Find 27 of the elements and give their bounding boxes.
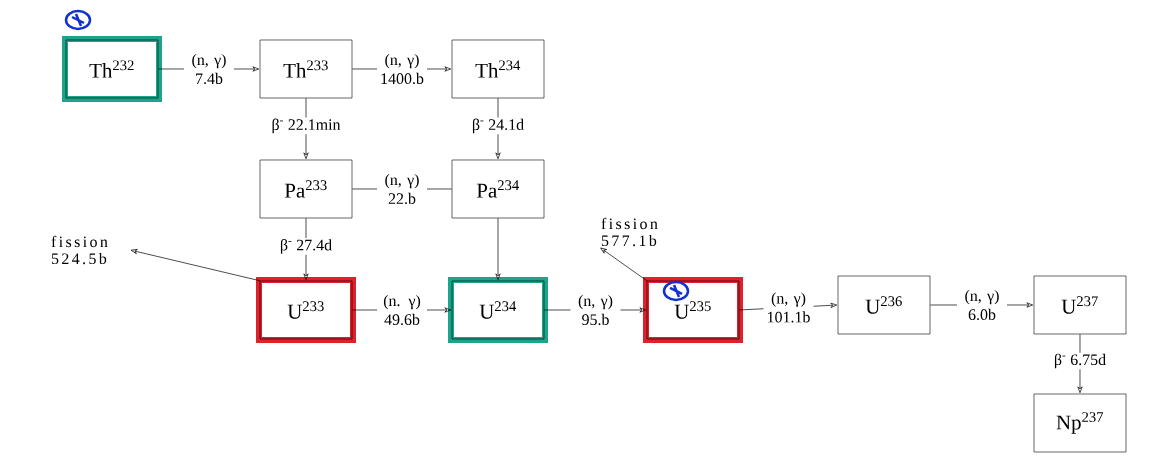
edge-label: (n, γ) 22.b bbox=[377, 172, 427, 206]
nuclide-box: Th$^{233}$ bbox=[259, 39, 353, 99]
nuclide-box: U$^{236}$ bbox=[837, 275, 931, 335]
edge-label: (n, γ) 101.1b bbox=[763, 291, 814, 324]
edge-label: β$^{-}$ 22.1min bbox=[270, 117, 342, 135]
edge-label: (n, γ) 1400.b bbox=[377, 52, 427, 86]
edge-label: (n. γ) 49.6b bbox=[377, 293, 427, 327]
highlighted-nuclide-box: Th$^{232}$ bbox=[62, 36, 162, 102]
highlighted-nuclide-box: U$^{233}$ bbox=[256, 277, 356, 343]
nuclide-box: U$^{237}$ bbox=[1033, 275, 1127, 335]
highlighted-nuclide-box: U$^{234}$ bbox=[448, 277, 548, 343]
arrow bbox=[495, 217, 501, 281]
edge-label: β$^{-}$ 27.4d bbox=[278, 238, 334, 255]
fission-label: fission 524.5b bbox=[51, 235, 108, 265]
fission-label: fission 577.1b bbox=[601, 217, 658, 247]
edge-label: β$^{-}$ 6.75d bbox=[1052, 352, 1108, 370]
nuclide-box: Np$^{237}$ bbox=[1033, 393, 1127, 453]
nuclide-box: Pa$^{233}$ bbox=[259, 159, 353, 219]
edge-label: (n, γ) 7.4b bbox=[184, 52, 234, 86]
edge-label: (n, γ) 95.b bbox=[570, 293, 621, 327]
highlighted-nuclide-box: U$^{235}$ bbox=[643, 277, 743, 343]
edge-label: (n, γ) 6.0b bbox=[957, 288, 1007, 322]
edge-label: β$^{-}$ 24.1d bbox=[470, 117, 526, 135]
nuclide-box: Th$^{234}$ bbox=[451, 39, 545, 99]
arrow bbox=[600, 247, 648, 282]
nuclide-box: Pa$^{234}$ bbox=[451, 159, 545, 219]
arrow bbox=[130, 249, 261, 282]
